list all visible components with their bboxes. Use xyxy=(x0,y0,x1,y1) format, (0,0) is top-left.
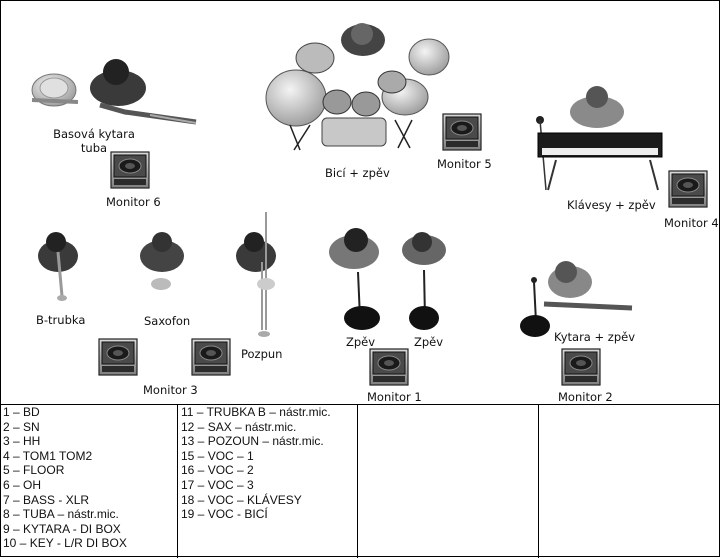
channel-row: 11 – TRUBKA B – nástr.mic. xyxy=(181,405,331,419)
monitor-3b-icon xyxy=(191,338,231,376)
label-monitor-2: Monitor 2 xyxy=(558,390,613,404)
channel-row: 1 – BD xyxy=(3,405,40,419)
channel-row: 4 – TOM1 TOM2 xyxy=(3,448,93,463)
channel-row: 13 – POZOUN – nástr.mic. xyxy=(181,434,324,449)
monitor-5-icon xyxy=(442,113,482,151)
label-monitor-3: Monitor 3 xyxy=(143,383,198,397)
monitor-3a-icon xyxy=(98,338,138,376)
label-guitar: Kytara + zpěv xyxy=(554,330,636,344)
label-monitor-6: Monitor 6 xyxy=(106,195,161,209)
horn-players-figure xyxy=(38,212,276,337)
drum-kit-figure xyxy=(265,23,450,151)
monitor-1-icon xyxy=(369,348,409,386)
channel-row: 6 – OH xyxy=(3,477,42,492)
stage-artwork xyxy=(31,23,708,386)
label-monitor-1: Monitor 1 xyxy=(367,390,422,404)
label-keys: Klávesy + zpěv xyxy=(567,198,656,212)
channel-row: 5 – FLOOR xyxy=(3,463,65,478)
monitor-4-icon xyxy=(668,170,708,208)
channel-column-2: 11 – TRUBKA B – nástr.mic.12 – SAX – nás… xyxy=(178,405,358,558)
channel-row: 2 – SN xyxy=(3,419,40,434)
label-sax: Saxofon xyxy=(144,314,191,328)
channel-row: 17 – VOC – 3 xyxy=(181,477,254,492)
label-vocal-1: Zpěv xyxy=(346,335,376,349)
channel-row: 10 – KEY - L/R DI BOX xyxy=(3,536,127,551)
monitor-6-icon xyxy=(110,151,150,189)
monitor-2-icon xyxy=(561,348,601,386)
label-drums: Bicí + zpěv xyxy=(325,166,390,180)
channel-row: 9 – KYTARA - DI BOX xyxy=(3,521,121,536)
label-vocal-2: Zpěv xyxy=(414,335,444,349)
label-b-trumpet: B-trubka xyxy=(36,313,86,327)
label-monitor-5: Monitor 5 xyxy=(437,157,492,171)
guitar-player-figure xyxy=(520,261,633,337)
label-monitor-4: Monitor 4 xyxy=(664,216,719,230)
label-bass: Basová kytara tuba xyxy=(53,127,135,155)
channel-column-4 xyxy=(539,405,720,558)
vocalists-figure xyxy=(329,228,446,330)
channel-row: 18 – VOC – KLÁVESY xyxy=(181,492,302,507)
channel-row: 15 – VOC – 1 xyxy=(181,448,254,463)
label-trombone: Pozpun xyxy=(241,347,283,361)
bass-player-figure xyxy=(31,59,197,125)
channel-row: 3 – HH xyxy=(3,434,41,449)
channel-row: 19 – VOC - BICÍ xyxy=(181,507,268,522)
channel-row: 7 – BASS - XLR xyxy=(3,492,90,507)
channel-row: 16 – VOC – 2 xyxy=(181,463,254,478)
channel-row: 8 – TUBA – nástr.mic. xyxy=(3,507,119,522)
channel-row: 12 – SAX – nástr.mic. xyxy=(181,419,297,434)
channel-column-3 xyxy=(358,405,539,558)
keyboard-figure xyxy=(536,86,663,191)
channel-list: 11 – TRUBKA B – nástr.mic.12 – SAX – nás… xyxy=(178,405,357,522)
